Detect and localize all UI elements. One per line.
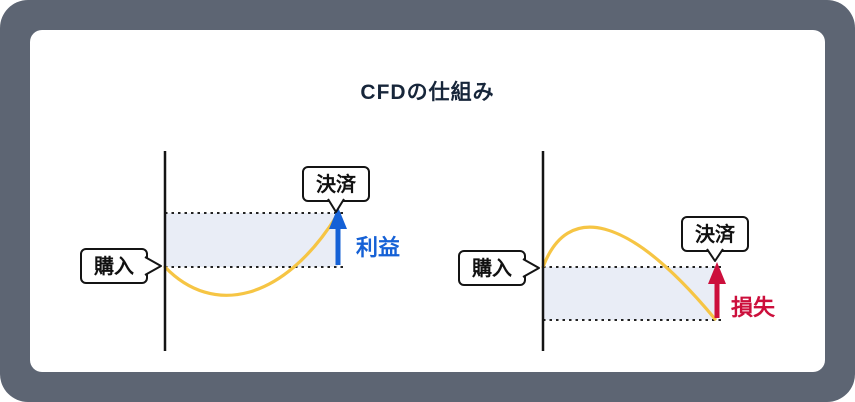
loss-arrow-head-icon <box>708 262 726 284</box>
loss-label: 損失 <box>731 295 776 320</box>
profit-label: 利益 <box>356 235 400 260</box>
profit-diagram: 購入 決済 利益 <box>80 151 400 351</box>
loss-band <box>543 267 717 320</box>
settle-label: 決済 <box>695 222 736 246</box>
diagram-card: CFDの仕組み 購入 決済 利益 <box>30 30 825 372</box>
buy-label: 購入 <box>94 254 134 278</box>
price-curve <box>541 225 717 321</box>
diagram-title: CFDの仕組み <box>360 81 495 104</box>
settle-label: 決済 <box>316 172 357 196</box>
buy-bubble-pointer <box>522 258 540 278</box>
settle-bubble-pointer <box>706 248 724 262</box>
profit-arrow-head-icon <box>329 207 347 229</box>
profit-band <box>165 213 338 267</box>
buy-bubble-pointer <box>144 256 162 276</box>
loss-diagram: 購入 決済 損失 <box>458 151 776 351</box>
price-curve <box>163 215 338 297</box>
settle-bubble-pointer <box>327 198 345 213</box>
buy-label: 購入 <box>472 256 512 280</box>
